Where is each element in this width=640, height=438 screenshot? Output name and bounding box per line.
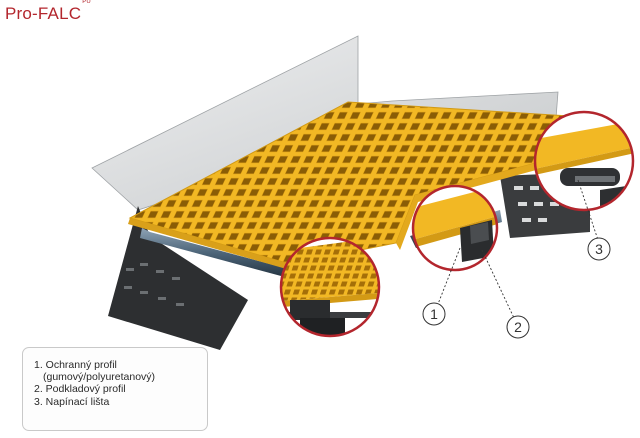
legend-box: 1. Ochranný profil (gumový/polyuretanový… — [22, 347, 208, 431]
legend-item-3: 3. Napínací lišta — [34, 395, 110, 408]
callout-2-number: 2 — [514, 319, 522, 335]
zoom-detail-1 — [279, 236, 381, 338]
leader-lines — [437, 179, 599, 319]
callout-3: 3 — [587, 237, 611, 261]
support-profile-bar — [140, 228, 300, 280]
callout-2: 2 — [506, 315, 530, 339]
callout-3-number: 3 — [595, 241, 603, 257]
leader-line-3 — [577, 179, 599, 241]
zoom-detail-2 — [411, 184, 499, 272]
callout-1: 1 — [422, 302, 446, 326]
legend-item-1-detail: (gumový/polyuretanový) — [43, 371, 156, 384]
screen-deck-edge — [128, 218, 290, 270]
product-superscript: PU — [82, 0, 91, 6]
callout-1-number: 1 — [430, 306, 438, 322]
product-title: Pro-FALCPU — [5, 0, 91, 24]
side-plate-holes — [124, 263, 184, 306]
legend-item-2: 2. Podkladový profil — [34, 383, 126, 396]
product-name: Pro-FALC — [5, 4, 82, 23]
leader-line-2 — [481, 249, 515, 319]
legend-item-1: 1. Ochranný profil — [34, 359, 117, 371]
